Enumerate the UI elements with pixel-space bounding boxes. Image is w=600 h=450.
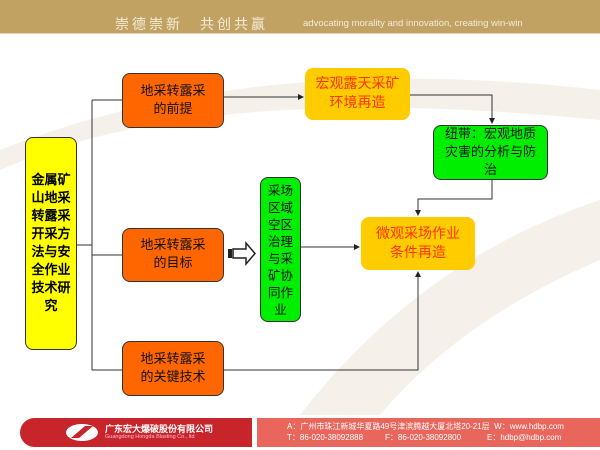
slogan-en: advocating morality and innovation, crea… — [303, 18, 523, 29]
key-tech-text: 地采转露采的关键技术 — [140, 351, 206, 385]
header-bar: 崇德崇新 共创共赢 advocating morality and innova… — [0, 0, 600, 34]
root-topic-box: 金属矿山地采转露采开采方法与安全作业技术研究 — [25, 137, 77, 350]
company-name-cn: 广东宏大爆破股份有限公司 — [105, 425, 214, 435]
address: A：广州市珠江新城华夏路49号津滨腾越大厦北塔20-21层 — [287, 422, 490, 431]
link-box: 纽带：宏观地质灾害的分析与防治 — [433, 125, 548, 180]
company-name-en: Guangdong Hongda Blasting Co., ltd — [105, 434, 195, 440]
goal-text: 地采转露采的目标 — [140, 238, 206, 271]
macro-text: 宏观露天采矿环境再造 — [315, 76, 400, 111]
goaf-text: 采场区域空区治理与采矿协同作业 — [267, 182, 293, 317]
macro-box: 宏观露天采矿环境再造 — [305, 68, 410, 120]
goaf-box: 采场区域空区治理与采矿协同作业 — [260, 177, 301, 322]
key-tech-box: 地采转露采的关键技术 — [122, 341, 224, 396]
footer-company: 广东宏大爆破股份有限公司 Guangdong Hongda Blasting C… — [20, 418, 252, 447]
premise-box: 地采转露采的前提 — [122, 73, 224, 128]
micro-box: 微观采场作业条件再造 — [361, 217, 475, 270]
hollow-arrow-icon — [228, 240, 256, 267]
slogan-cn: 崇德崇新 共创共赢 — [115, 17, 268, 33]
footer-contact: A：广州市珠江新城华夏路49号津滨腾越大厦北塔20-21层 W：www.hdbp… — [257, 418, 600, 447]
root-topic-text: 金属矿山地采转露采开采方法与安全作业技术研究 — [31, 172, 71, 314]
goal-box: 地采转露采的目标 — [122, 228, 224, 282]
fax: F：86-020-38092800 — [385, 433, 462, 442]
website-link[interactable]: W：www.hdbp.com — [494, 422, 564, 431]
telephone: T：86-020-38092888 — [287, 433, 364, 442]
micro-text: 微观采场作业条件再造 — [376, 225, 460, 261]
premise-text: 地采转露采的前提 — [140, 83, 206, 117]
background-swirls — [0, 78, 600, 415]
email-link[interactable]: E：hdbp@hdbp.com — [487, 433, 562, 442]
link-text: 纽带：宏观地质灾害的分析与防治 — [444, 126, 536, 178]
company-logo-icon — [66, 424, 98, 441]
